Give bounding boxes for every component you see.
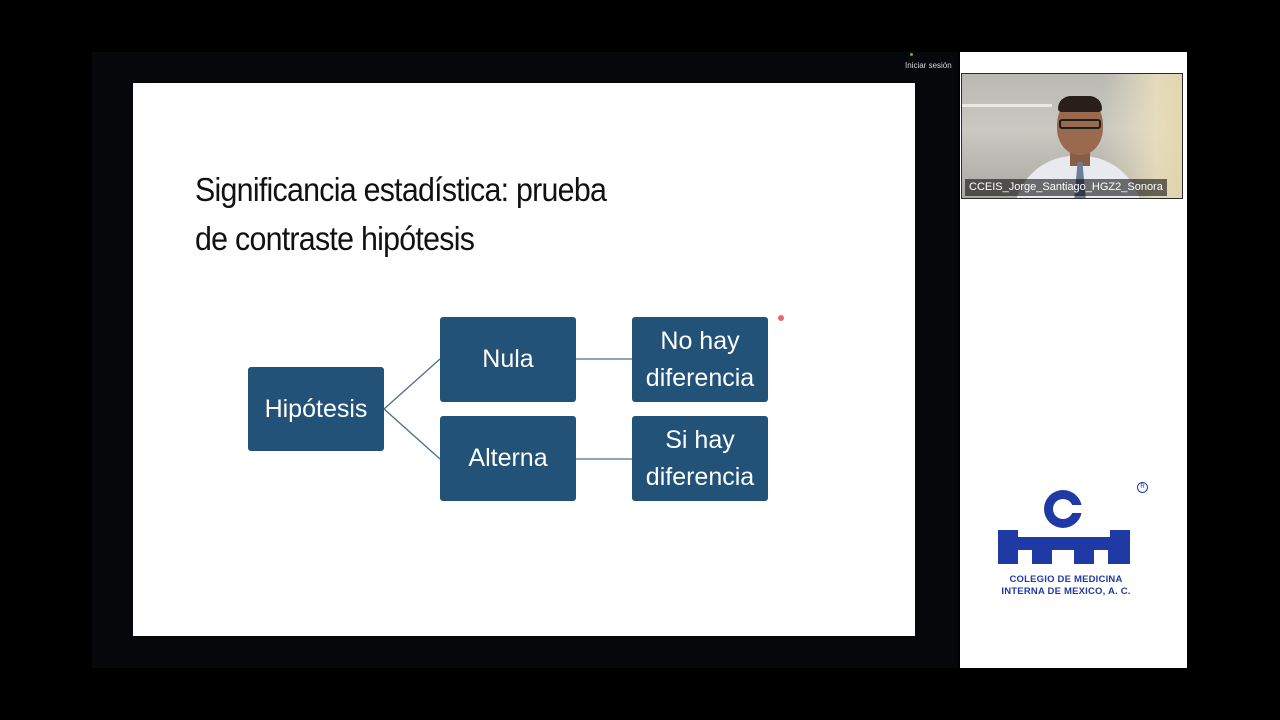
node-si-hay-diferencia: Si hay diferencia	[632, 416, 768, 501]
node-no-hay-line-2: diferencia	[645, 363, 755, 392]
node-hipotesis: Hipótesis	[248, 367, 384, 451]
sign-in-label: Iniciar sesión	[905, 61, 952, 70]
node-no-hay-diferencia: No hay diferencia	[632, 317, 768, 402]
node-si-hay-line-1: Si hay	[665, 425, 735, 454]
node-alterna: Alterna	[440, 416, 576, 501]
status-dot-icon	[910, 53, 913, 56]
node-no-hay-line-1: No hay	[660, 326, 740, 355]
registered-trademark-icon: R	[1137, 482, 1148, 493]
logo-caption-line-1: COLEGIO DE MEDICINA	[1009, 574, 1123, 585]
laser-pointer-dot	[778, 315, 784, 321]
connector-root-to-null	[383, 358, 441, 410]
node-hipotesis-label: Hipótesis	[264, 394, 368, 423]
node-nula-label: Nula	[482, 345, 534, 373]
cmim-logo: R COLEGIO DE MEDICINA INTERNA DE MEXICO,…	[996, 480, 1156, 605]
logo-caption: COLEGIO DE MEDICINA INTERNA DE MEXICO, A…	[996, 574, 1136, 598]
sign-in-link[interactable]: Iniciar sesión	[905, 53, 952, 70]
cmim-logo-mark-icon	[998, 490, 1130, 564]
presentation-slide: Significancia estadística: prueba de con…	[133, 83, 915, 636]
slide-title-line-1: Significancia estadística: prueba	[195, 171, 607, 208]
slide-title: Significancia estadística: prueba de con…	[195, 165, 710, 263]
participant-video-tile[interactable]: CCEIS_Jorge_Santiago_HGZ2_Sonora	[961, 73, 1183, 199]
diagram-connectors	[383, 358, 632, 460]
participants-panel: CCEIS_Jorge_Santiago_HGZ2_Sonora R COLEG…	[960, 52, 1187, 668]
node-nula: Nula	[440, 317, 576, 402]
connector-root-to-alt	[383, 408, 441, 460]
participant-name-label: CCEIS_Jorge_Santiago_HGZ2_Sonora	[965, 179, 1167, 196]
node-no-hay-diferencia-label: No hay diferencia	[646, 323, 754, 397]
logo-caption-line-2: INTERNA DE MEXICO, A. C.	[1001, 586, 1131, 597]
slide-title-line-2: de contraste hipótesis	[195, 220, 475, 257]
node-si-hay-diferencia-label: Si hay diferencia	[646, 422, 754, 496]
node-si-hay-line-2: diferencia	[645, 462, 755, 491]
node-alterna-label: Alterna	[468, 444, 548, 472]
